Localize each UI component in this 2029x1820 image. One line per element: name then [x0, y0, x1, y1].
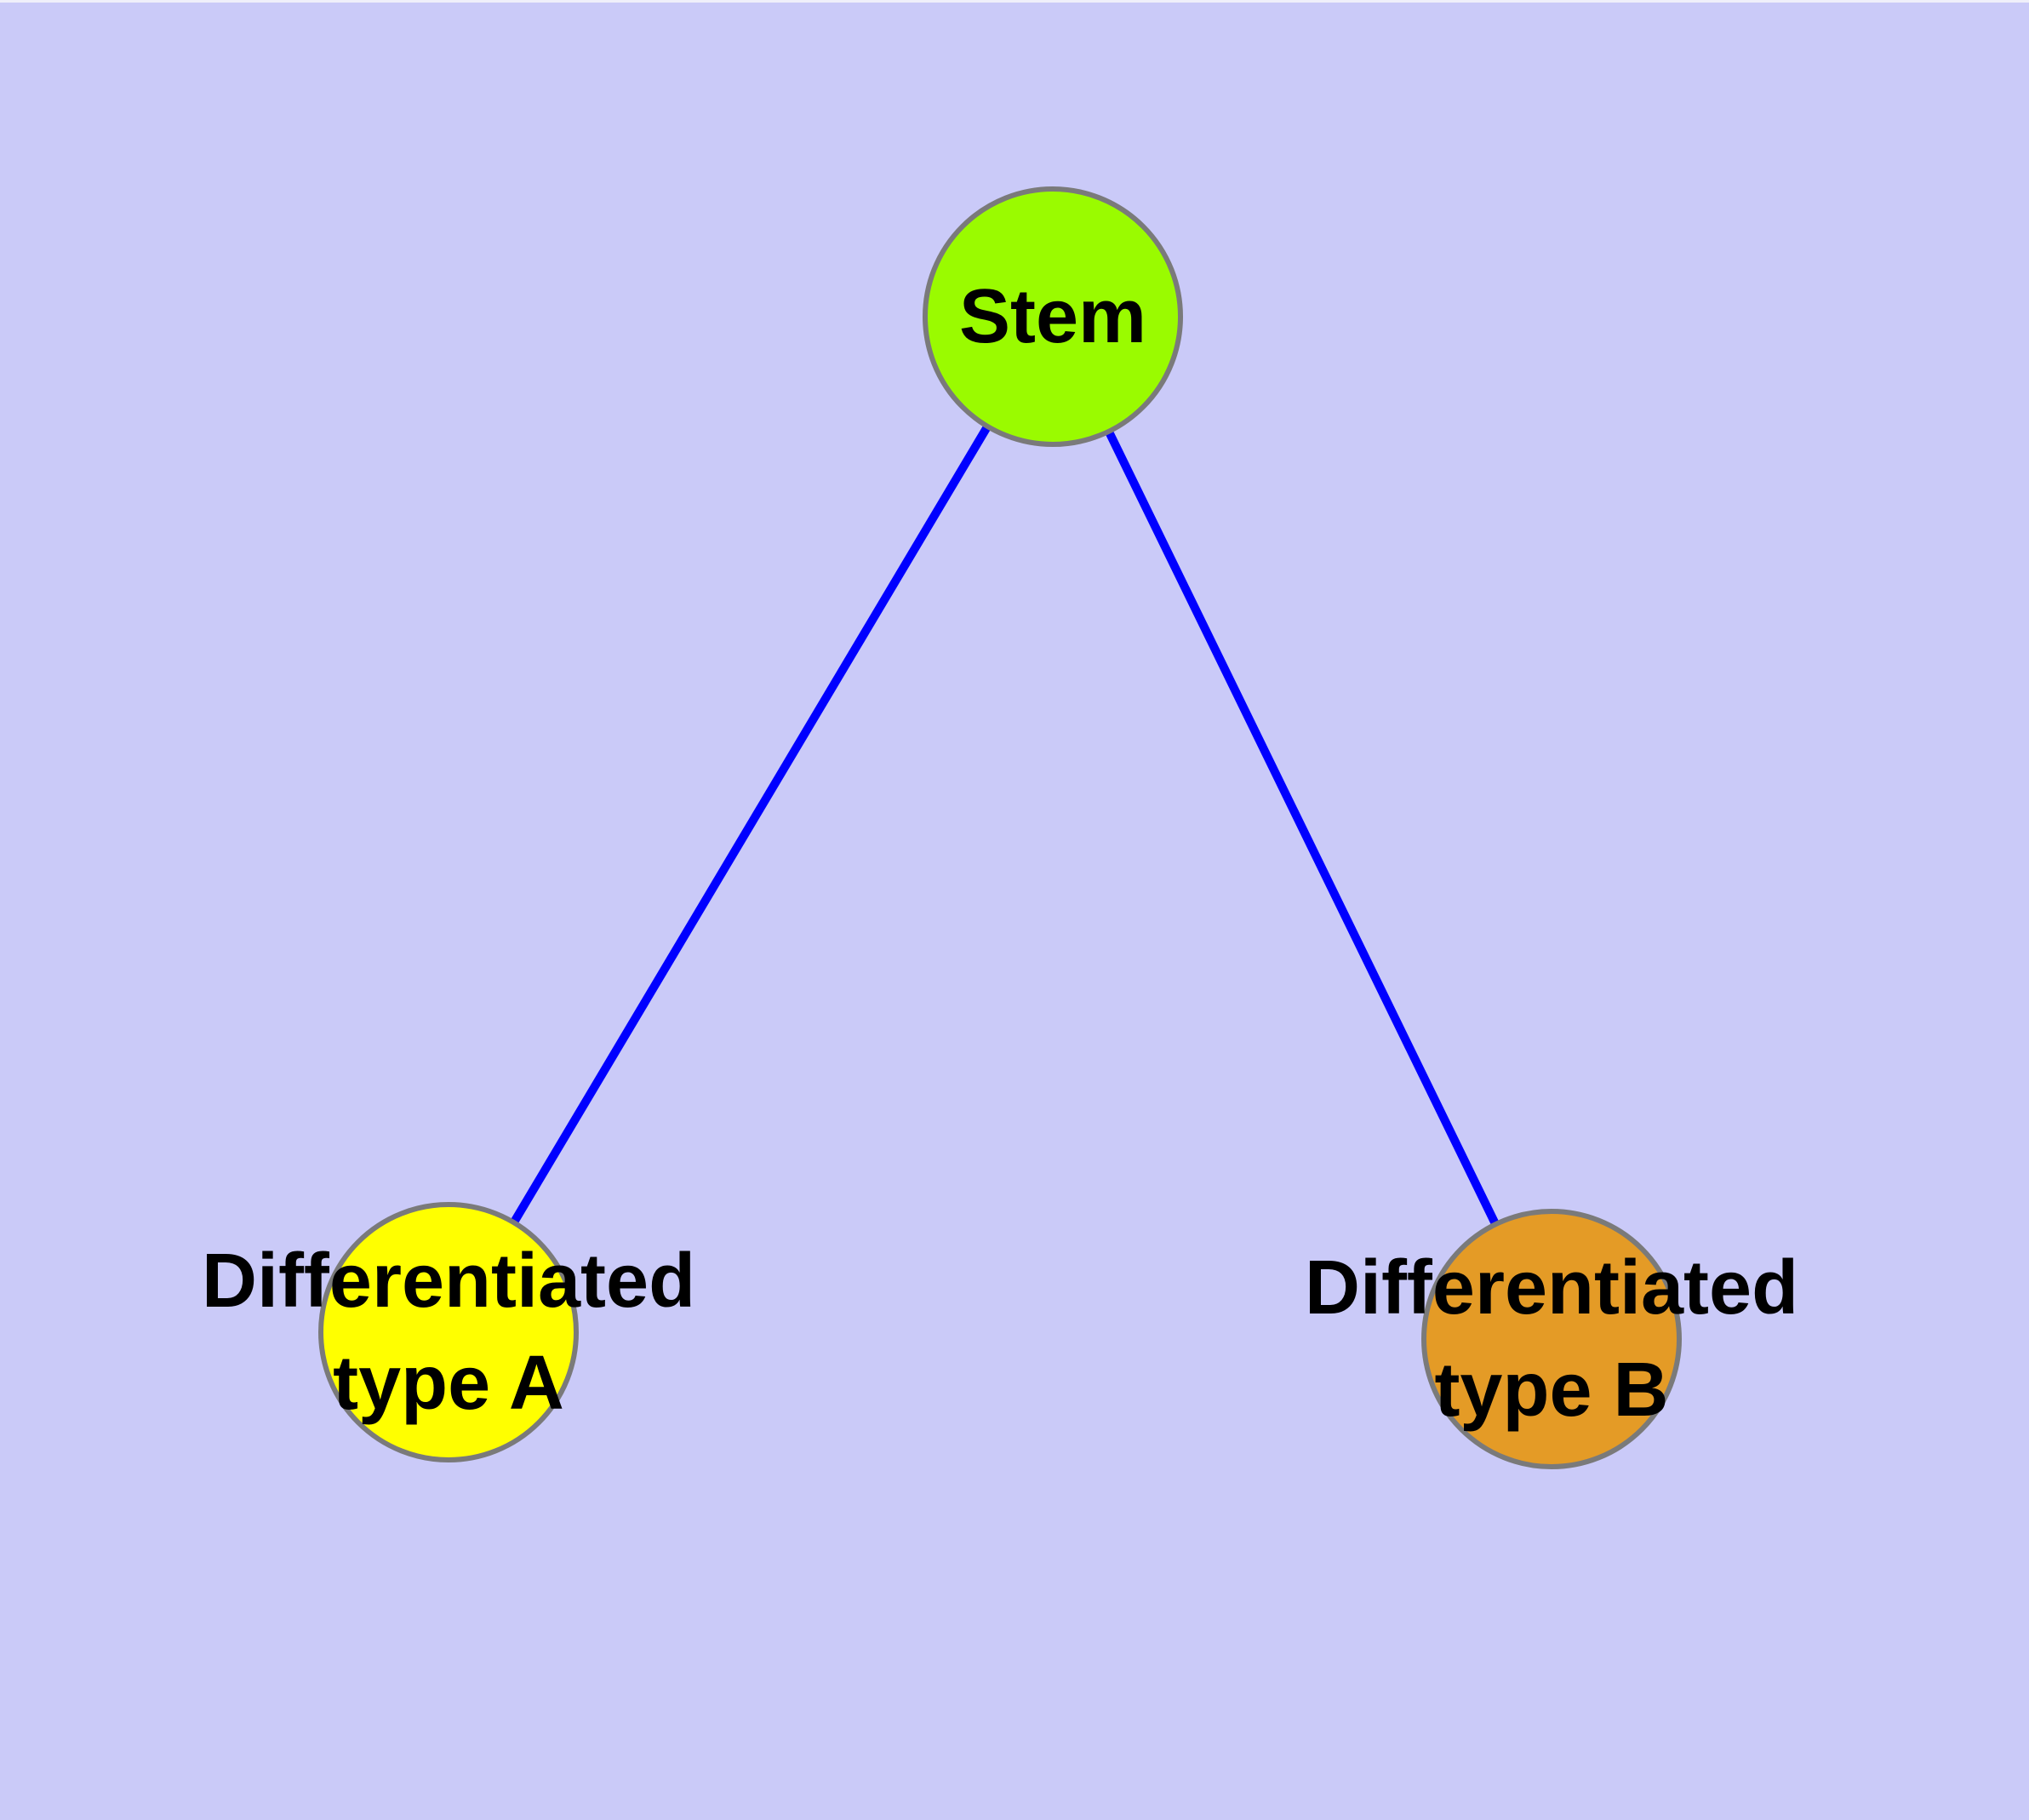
- node-stem-label-line: Stem: [958, 274, 1147, 359]
- canvas-top-edge: [0, 0, 2029, 3]
- node-differentiated-type-a-circle: [318, 1202, 579, 1462]
- node-differentiated-type-b-label-line2: type B: [1434, 1348, 1669, 1433]
- node-differentiated-type-a-label: Differentiated type A: [202, 1230, 695, 1434]
- edge-stem-to-type-b: [1049, 314, 1556, 1342]
- node-differentiated-type-b-circle: [1421, 1209, 1682, 1469]
- edge-stem-to-type-a: [444, 314, 1057, 1335]
- node-stem-circle: [923, 186, 1183, 447]
- node-differentiated-type-a-label-line2: type A: [333, 1341, 564, 1426]
- node-differentiated-type-b-label: Differentiated type B: [1305, 1237, 1798, 1441]
- node-differentiated-type-b-label-line1: Differentiated: [1304, 1245, 1799, 1331]
- node-differentiated-type-a-label-line1: Differentiated: [201, 1239, 696, 1324]
- node-stem-label: Stem: [959, 266, 1146, 368]
